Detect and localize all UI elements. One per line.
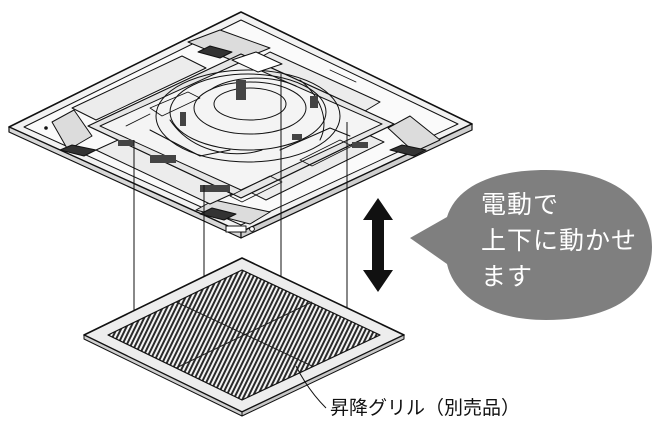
lifting-grille-panel-icon [83, 257, 405, 417]
bubble-line-2: 上下に動かせ [481, 226, 638, 255]
speech-bubble [410, 170, 652, 320]
suspension-wires [133, 74, 348, 312]
bubble-line-1: 電動で [481, 190, 560, 219]
caption-leader-line [295, 365, 327, 409]
ceiling-cassette-unit-icon [8, 11, 473, 239]
lifting-grille-caption: 昇降グリル（別売品） [330, 397, 521, 419]
bubble-line-3: ます [481, 262, 534, 291]
double-headed-vertical-arrow-icon [363, 198, 393, 292]
